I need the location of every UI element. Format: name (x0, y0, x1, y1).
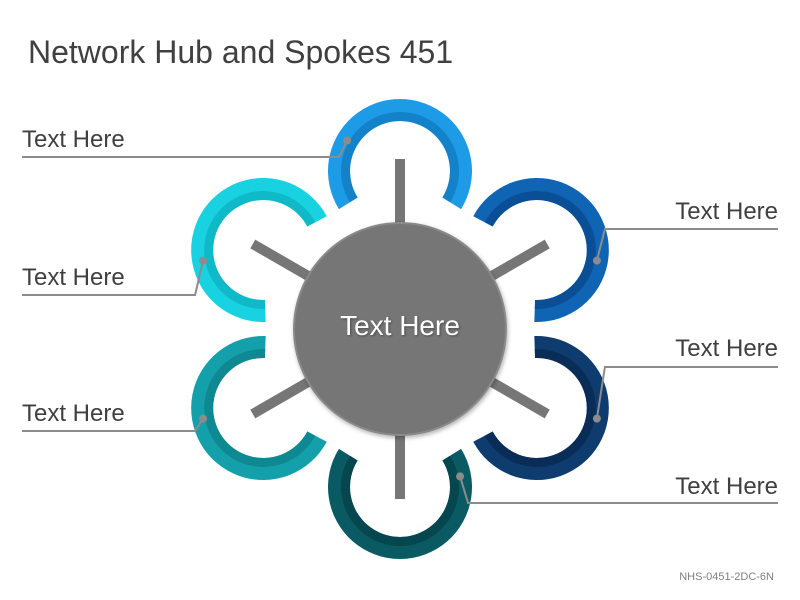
leader-lines (22, 136, 778, 504)
spoke-arc-band-bottom (341, 455, 459, 546)
footer-code: NHS-0451-2DC-6N (679, 571, 774, 583)
spoke-label-top: Text Here (22, 126, 125, 153)
leader-dot-lower-left (199, 414, 208, 423)
leader-line-lower-left (22, 418, 204, 432)
leader-line-top (22, 140, 349, 158)
leader-line-upper-right (595, 228, 778, 261)
spoke-label-upper-left: Text Here (22, 264, 125, 291)
leader-dot-upper-right (592, 256, 601, 265)
hub-label: Text Here (340, 310, 460, 341)
spoke-arc-band-top (341, 112, 459, 203)
leader-line-bottom (459, 476, 778, 504)
leader-dot-top (343, 136, 352, 145)
leader-line-lower-right (595, 366, 778, 419)
spoke-label-upper-right: Text Here (675, 198, 778, 225)
leader-dot-bottom (456, 472, 465, 481)
hub-circle (293, 222, 507, 436)
leader-dot-lower-right (592, 414, 601, 423)
spoke-label-lower-left: Text Here (22, 400, 125, 427)
leader-line-upper-left (22, 260, 205, 296)
page-title: Network Hub and Spokes 451 (28, 34, 454, 70)
spoke-label-lower-right: Text Here (675, 335, 778, 362)
spoke-label-bottom: Text Here (675, 473, 778, 500)
spoke-arcs (191, 99, 609, 560)
leader-dot-upper-left (199, 256, 208, 265)
